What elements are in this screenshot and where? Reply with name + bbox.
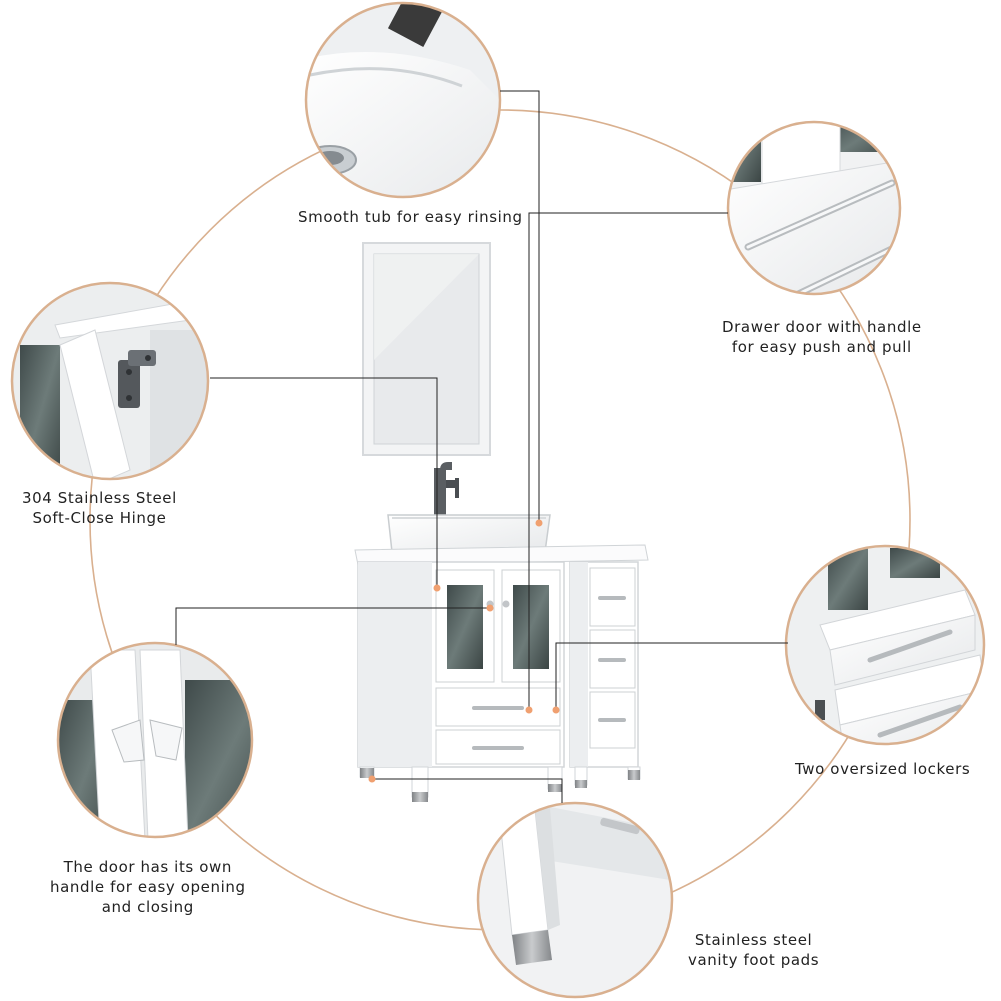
detail-drawer: [726, 120, 902, 296]
callout-door: The door has its own handle for easy ope…: [50, 857, 246, 917]
detail-door-handle: [56, 641, 254, 839]
callout-door-line-2: handle for easy opening: [50, 878, 246, 896]
leader-lines: [175, 90, 788, 803]
callout-door-line-3: and closing: [101, 898, 194, 916]
marker-dot-door: [486, 604, 494, 612]
marker-dots: [368, 519, 560, 783]
marker-dot-hinge: [433, 584, 441, 592]
callout-hinge: 304 Stainless Steel Soft-Close Hinge: [22, 488, 177, 528]
wall-mirror: [362, 242, 491, 456]
callout-foot-line-2: vanity foot pads: [688, 951, 820, 969]
callout-lockers-line-1: Two oversized lockers: [795, 760, 971, 778]
detail-lockers: [784, 544, 986, 746]
detail-foot-pad: [476, 801, 674, 999]
callout-drawer: Drawer door with handle for easy push an…: [722, 317, 922, 357]
callout-door-line-1: The door has its own: [63, 858, 232, 876]
callout-hinge-line-1: 304 Stainless Steel: [22, 489, 177, 507]
callout-drawer-line-2: for easy push and pull: [731, 338, 912, 356]
side-cabinet: [569, 561, 641, 788]
faucet: [434, 462, 459, 520]
marker-dot-lockers: [552, 706, 560, 714]
detail-tub: [304, 1, 502, 199]
callout-lockers: Two oversized lockers: [795, 759, 970, 779]
vanity-cabinet: [357, 561, 565, 802]
marker-dot-drawer: [525, 706, 533, 714]
callout-tub-line-1: Smooth tub for easy rinsing: [298, 208, 523, 226]
countertop: [354, 544, 649, 566]
callout-hinge-line-2: Soft-Close Hinge: [32, 509, 167, 527]
callout-foot: Stainless steel vanity foot pads: [688, 930, 819, 970]
callout-tub: Smooth tub for easy rinsing: [298, 207, 523, 227]
callout-drawer-line-1: Drawer door with handle: [722, 318, 922, 336]
callout-foot-line-1: Stainless steel: [694, 931, 813, 949]
marker-dot-tub: [535, 519, 543, 527]
marker-dot-foot: [368, 775, 376, 783]
detail-hinge: [10, 281, 210, 481]
